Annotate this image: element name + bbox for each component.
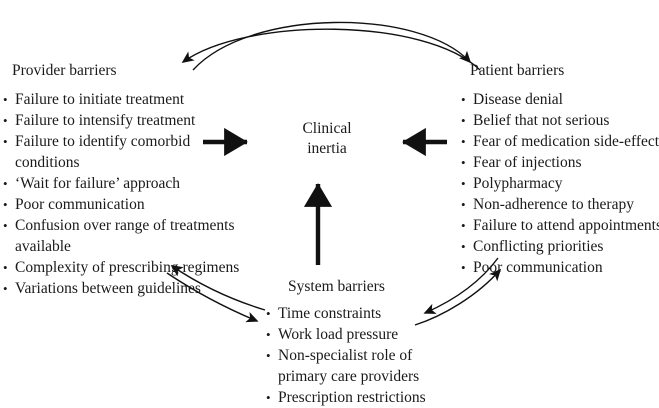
list-item: Failure to initiate treatment [3,89,253,110]
system-barriers-list: Time constraintsWork load pressureNon-sp… [266,303,486,408]
list-item: primary care providers [278,368,420,385]
list-item: conditions [15,154,80,171]
list-item: Variations between guidelines [3,278,253,299]
list-item: Failure to attend appointments [461,215,659,236]
list-item: Poor communication [461,257,659,278]
center-node-clinical-inertia: Clinical inertia [272,119,382,159]
list-item: Confusion over range of treatments [3,215,253,236]
list-item: Failure to intensify treatment [3,110,253,131]
provider-barriers-heading: Provider barriers [12,62,117,79]
center-node-line-2: inertia [307,140,347,157]
patient-barriers-list: Disease denialBelief that not seriousFea… [461,89,659,278]
list-item: Fear of injections [461,152,659,173]
list-item: Belief that not serious [461,110,659,131]
patient-barriers-heading: Patient barriers [470,62,565,79]
group-provider-barriers: Provider barriers Failure to initiate tr… [3,61,253,299]
group-patient-barriers: Patient barriers Disease denialBelief th… [461,61,659,278]
list-item: ‘Wait for failure’ approach [3,173,253,194]
list-item: Prescription restrictions [266,387,486,408]
list-item: Conflicting priorities [461,236,659,257]
group-system-barriers: System barriers Time constraintsWork loa… [266,277,486,408]
list-item: Non-adherence to therapy [461,194,659,215]
list-item: Poor communication [3,194,253,215]
provider-barriers-list: Failure to initiate treatmentFailure to … [3,89,253,299]
list-item: Polypharmacy [461,173,659,194]
list-item: Fear of medication side-effects [461,131,659,152]
list-item: Work load pressure [266,324,486,345]
list-item: Failure to identify comorbid [3,131,253,152]
list-item: Complexity of prescribing regimens [3,257,253,278]
list-item: Disease denial [461,89,659,110]
list-item: Time constraints [266,303,486,324]
center-node-line-1: Clinical [302,120,352,137]
list-item: Non-specialist role of [266,345,486,366]
list-item: available [15,238,71,255]
system-barriers-heading: System barriers [288,278,385,295]
